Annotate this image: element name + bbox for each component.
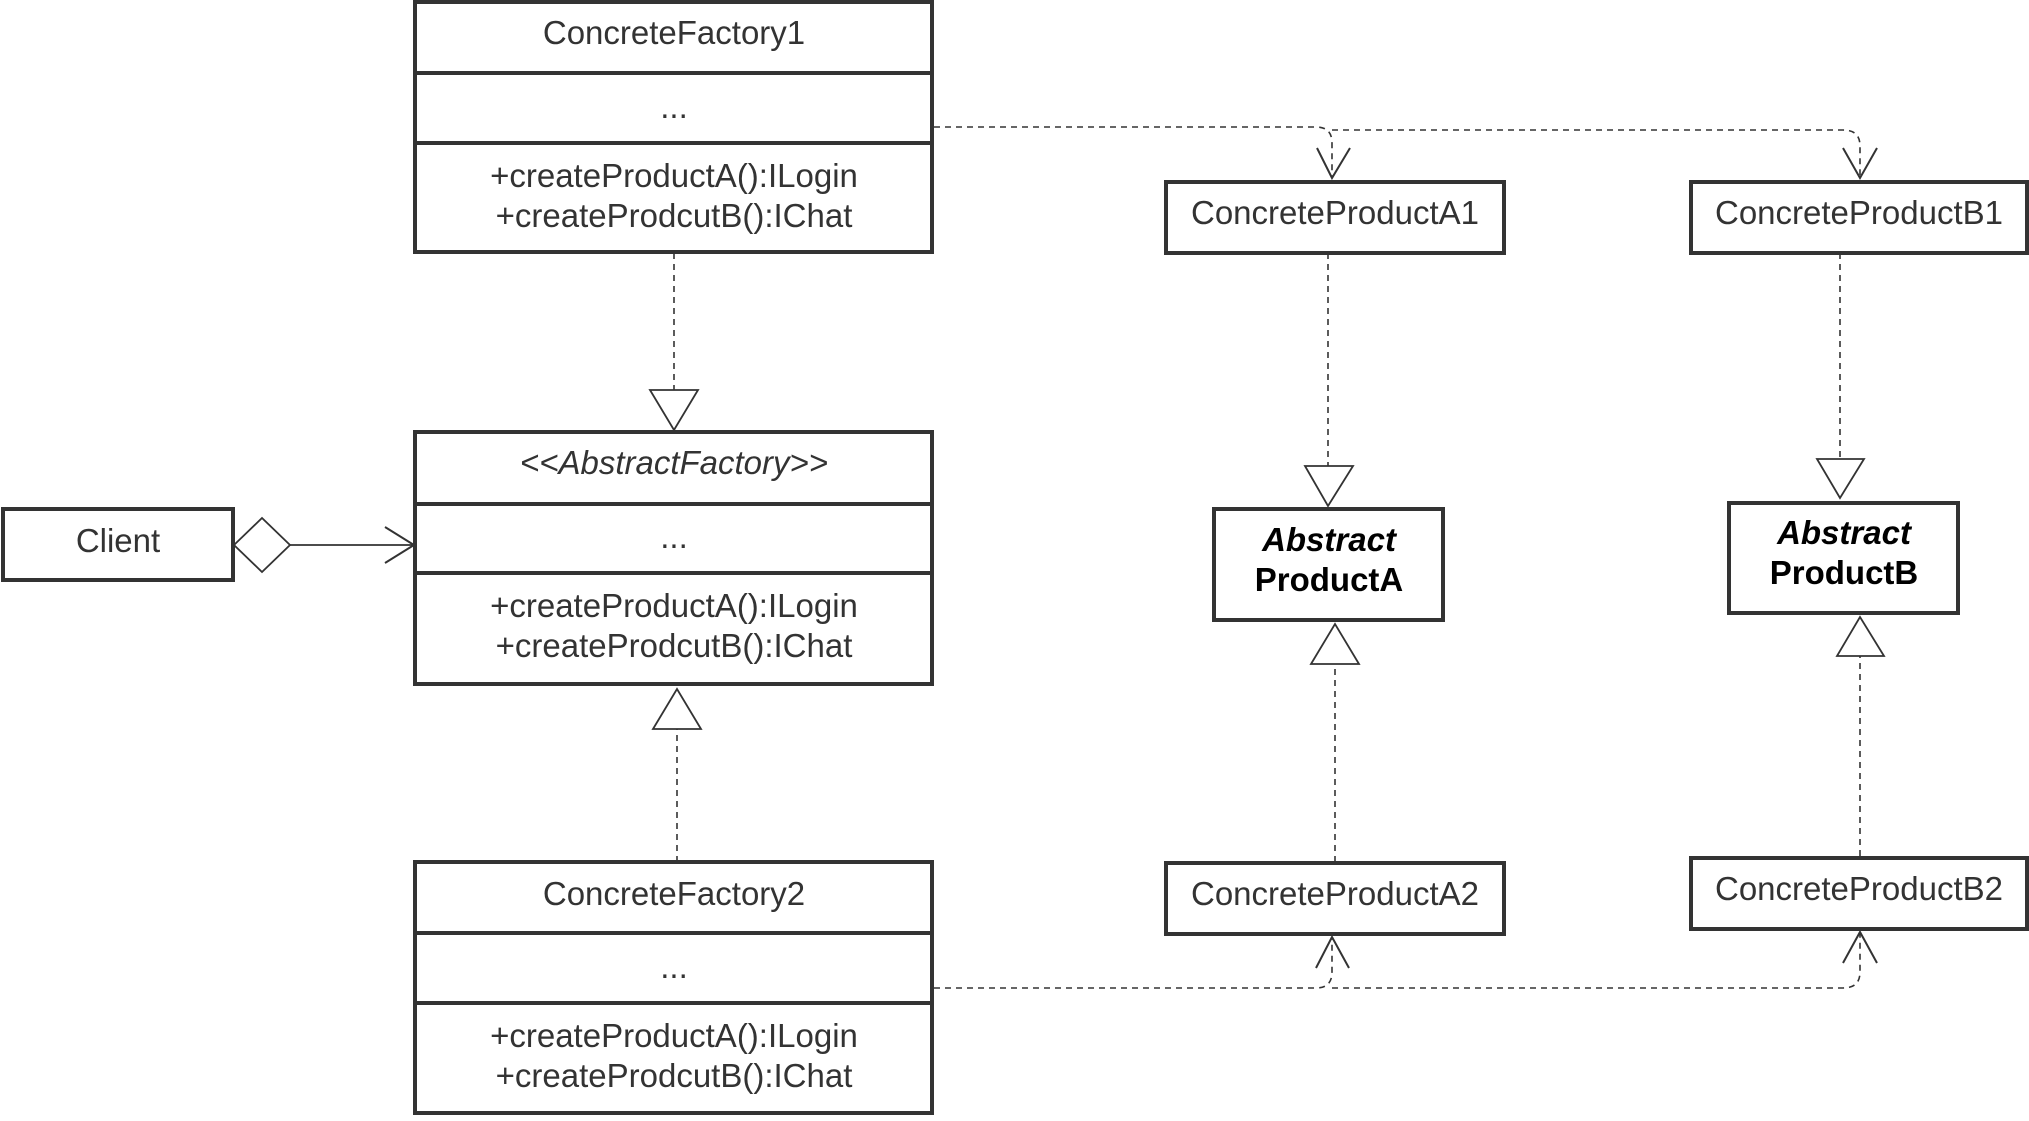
class-name: ConcreteFactory1 bbox=[543, 14, 805, 51]
edge-client-to-abstract-factory bbox=[232, 516, 416, 574]
edge-concrete-factory-1-to-abstract-factory bbox=[648, 253, 700, 432]
edge-product-a2-to-abstract-product-a bbox=[1309, 622, 1361, 862]
class-method: +createProductA():ILogin bbox=[490, 157, 858, 194]
class-client[interactable]: Client bbox=[1, 507, 235, 582]
class-name: ConcreteProductB2 bbox=[1715, 870, 2003, 907]
class-name: ConcreteProductB1 bbox=[1715, 194, 2003, 231]
class-attributes: ... bbox=[660, 948, 688, 985]
class-concrete-product-b1[interactable]: ConcreteProductB1 bbox=[1689, 180, 2029, 255]
class-concrete-product-a2[interactable]: ConcreteProductA2 bbox=[1164, 861, 1506, 936]
class-name: Client bbox=[76, 522, 160, 559]
class-name-line-2: ProductA bbox=[1255, 561, 1404, 598]
edge-concrete-factory-1-to-product-a1 bbox=[934, 126, 1351, 181]
edge-concrete-factory-2-to-abstract-factory bbox=[651, 687, 703, 862]
class-method: +createProdcutB():IChat bbox=[496, 627, 853, 664]
class-abstract-product-b[interactable]: Abstract ProductB bbox=[1727, 501, 1960, 615]
class-concrete-product-a1[interactable]: ConcreteProductA1 bbox=[1164, 180, 1506, 255]
edge-concrete-factory-2-to-product-b2 bbox=[1332, 929, 1878, 989]
class-name: ConcreteProductA2 bbox=[1191, 875, 1479, 912]
class-name-line-1: Abstract bbox=[1776, 514, 1913, 551]
class-concrete-factory-2[interactable]: ConcreteFactory2 ... +createProductA():I… bbox=[413, 860, 934, 1115]
class-abstract-factory[interactable]: <<AbstractFactory>> ... +createProductA(… bbox=[413, 430, 934, 686]
class-attributes: ... bbox=[660, 518, 688, 555]
class-method: +createProdcutB():IChat bbox=[496, 1057, 853, 1094]
edge-concrete-factory-1-to-product-b1 bbox=[1332, 129, 1878, 181]
class-concrete-factory-1[interactable]: ConcreteFactory1 ... +createProductA():I… bbox=[413, 0, 934, 254]
class-concrete-product-b2[interactable]: ConcreteProductB2 bbox=[1689, 856, 2029, 931]
class-attributes: ... bbox=[660, 88, 688, 125]
class-name-line-2: ProductB bbox=[1770, 554, 1919, 591]
class-abstract-product-a[interactable]: Abstract ProductA bbox=[1212, 507, 1445, 622]
class-method: +createProdcutB():IChat bbox=[496, 197, 853, 234]
edge-concrete-factory-2-to-product-a2 bbox=[934, 934, 1350, 989]
class-name: ConcreteFactory2 bbox=[543, 875, 805, 912]
edge-product-b1-to-abstract-product-b bbox=[1815, 253, 1866, 500]
class-method: +createProductA():ILogin bbox=[490, 1017, 858, 1054]
class-name-line-1: Abstract bbox=[1261, 521, 1398, 558]
class-name: ConcreteProductA1 bbox=[1191, 194, 1479, 231]
edge-product-a1-to-abstract-product-a bbox=[1303, 253, 1355, 508]
class-method: +createProductA():ILogin bbox=[490, 587, 858, 624]
class-stereotype-name: <<AbstractFactory>> bbox=[520, 444, 828, 481]
edge-product-b2-to-abstract-product-b bbox=[1835, 615, 1886, 856]
